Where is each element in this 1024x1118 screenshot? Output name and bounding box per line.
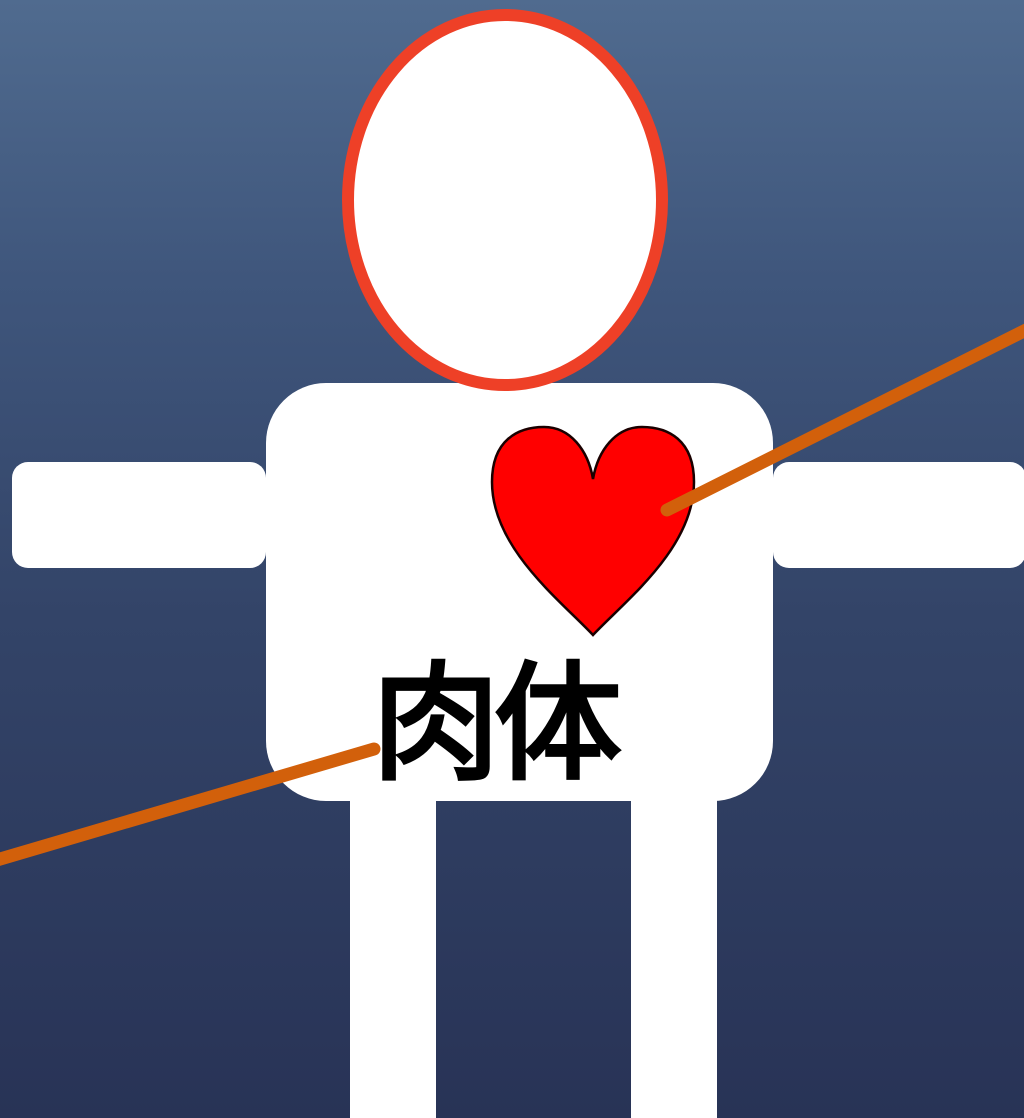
head-oval bbox=[342, 9, 668, 391]
heart-icon bbox=[490, 425, 696, 637]
right-leg bbox=[631, 795, 717, 1118]
right-arm bbox=[773, 462, 1024, 568]
body-pointer-line bbox=[0, 742, 381, 866]
left-leg bbox=[350, 795, 436, 1118]
heart-pointer-line bbox=[660, 323, 1024, 517]
left-arm bbox=[12, 462, 266, 568]
body-label: 肉体 bbox=[372, 650, 622, 799]
